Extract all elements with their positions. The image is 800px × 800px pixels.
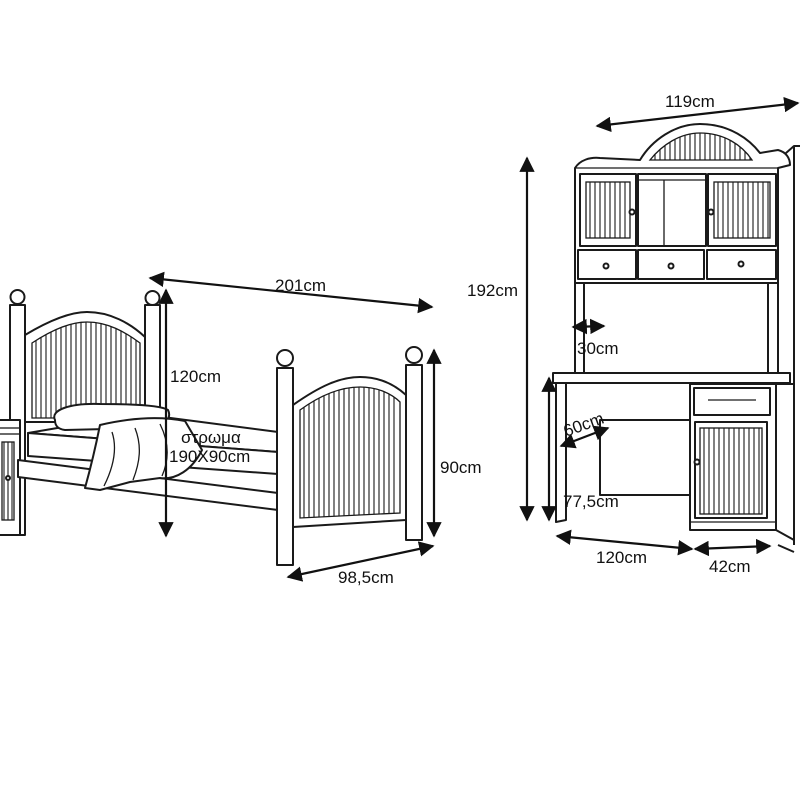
hutch-door-right-grooves [717,182,769,238]
footboard-inner-panel [299,386,401,519]
hutch-upright-left [574,282,585,374]
desk: 119cm 192cm 30cm 60cm 77,5cm 120cm 42cm [467,92,800,576]
footboard-post-ball-left [276,349,294,367]
hutch-drawer-right-knob [737,260,745,268]
desk-modesty-panel [599,419,691,496]
nightstand-top-edge [0,427,21,435]
headboard-post-ball-left [9,289,26,305]
footboard-post-left [276,367,294,566]
headboard-panel [24,311,146,423]
hutch-side-edge [777,145,800,553]
hutch-drawer-middle-knob [667,262,675,270]
pedestal-door [694,421,768,519]
hutch-door-right [707,173,777,247]
pedestal-door-panel [699,427,763,515]
footboard-height-label: 90cm [440,458,482,477]
nightstand-knob [5,475,11,481]
hutch-door-left [579,173,637,247]
headboard-grooves [35,322,137,418]
headboard-post-ball-right [144,290,161,306]
mattress-size-label: 190X90cm [169,447,250,466]
hutch-upright-right [767,282,779,374]
total-height-label: 192cm [467,281,518,300]
footboard [276,346,423,566]
hutch-drawer-left-knob [602,262,610,270]
desk-width-label: 120cm [596,548,647,567]
hutch-door-right-knob [707,208,715,216]
hutch-open-shelf [637,173,707,247]
pedestal-side [775,383,795,541]
hutch-door-left-grooves [589,182,626,238]
footboard-post-ball-right [405,346,423,364]
hutch-depth-label: 30cm [577,339,619,358]
desk-top [552,372,791,384]
desk-height-label: 77,5cm [563,492,619,511]
hutch-drawer-left [577,249,637,280]
bed: 201cm 120cm στρωμα 190X90cm 90cm 98,5cm [0,271,482,587]
hutch-depth-dimension-line [571,318,606,335]
bed-width-label: 98,5cm [338,568,394,587]
bed-length-dimension-line [148,271,434,314]
desk-drawer [693,387,771,416]
desk-width-dimension-line [555,529,694,556]
pedestal-door-grooves [703,428,760,514]
hutch-door-left-knob [628,208,636,216]
hutch-width-dimension-line [595,96,800,133]
pedestal-width-label: 42cm [709,557,751,576]
hutch-door-right-panel [713,181,771,239]
headboard-height-label: 120cm [170,367,221,386]
desk-depth-dimension-line [559,425,610,449]
bed-length-label: 201cm [275,276,326,295]
hutch-width-label: 119cm [665,92,715,111]
footboard-post-right [405,364,423,541]
pedestal-width-dimension-line [693,538,772,557]
footboard-grooves [303,387,395,518]
mattress-label: στρωμα [181,428,241,447]
pedestal-door-knob [693,458,701,466]
bed-width-dimension-line [286,541,435,582]
nightstand [0,419,21,536]
